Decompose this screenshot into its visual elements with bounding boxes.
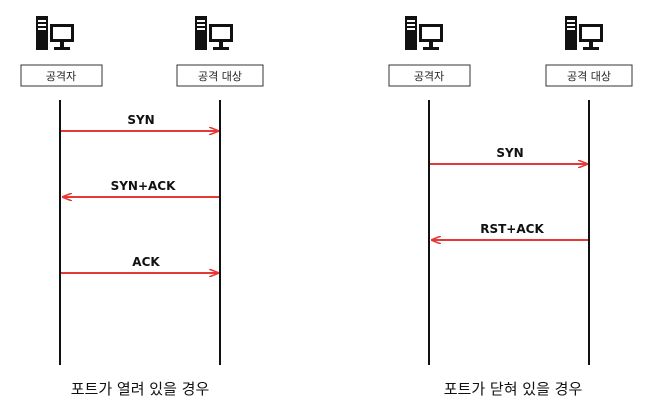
message-syn: SYN: [430, 146, 587, 164]
message-label: SYN: [496, 146, 523, 160]
computer-icon: [36, 16, 74, 50]
attacker-node-left: 공격자: [20, 64, 103, 87]
computer-icon: [195, 16, 233, 50]
caption-port-open: 포트가 열려 있을 경우: [71, 380, 210, 398]
message-rst-ack: RST+ACK: [432, 222, 588, 240]
attacker-node-right: 공격자: [388, 64, 471, 87]
message-syn-ack: SYN+ACK: [63, 179, 219, 197]
message-label: SYN+ACK: [111, 179, 177, 193]
message-label: ACK: [132, 255, 160, 269]
computer-icon: [565, 16, 603, 50]
target-label: 공격 대상: [567, 70, 611, 83]
caption-port-closed: 포트가 닫혀 있을 경우: [444, 380, 583, 398]
message-ack: ACK: [61, 255, 218, 273]
message-label: SYN: [127, 113, 154, 127]
right-diagram: 공격자 공격 대상 SYN RST+ACK 포트가 닫혀 있을 경우: [388, 16, 633, 398]
target-node-right: 공격 대상: [545, 64, 633, 87]
message-syn: SYN: [61, 113, 218, 131]
target-label: 공격 대상: [198, 70, 242, 83]
message-label: RST+ACK: [480, 222, 544, 236]
left-diagram: 공격자 공격 대상 SYN SYN+ACK ACK 포트가 열려 있을 경우: [20, 16, 264, 398]
attacker-label: 공격자: [414, 70, 444, 83]
target-node-left: 공격 대상: [176, 64, 264, 87]
attacker-label: 공격자: [46, 70, 76, 83]
computer-icon: [405, 16, 443, 50]
